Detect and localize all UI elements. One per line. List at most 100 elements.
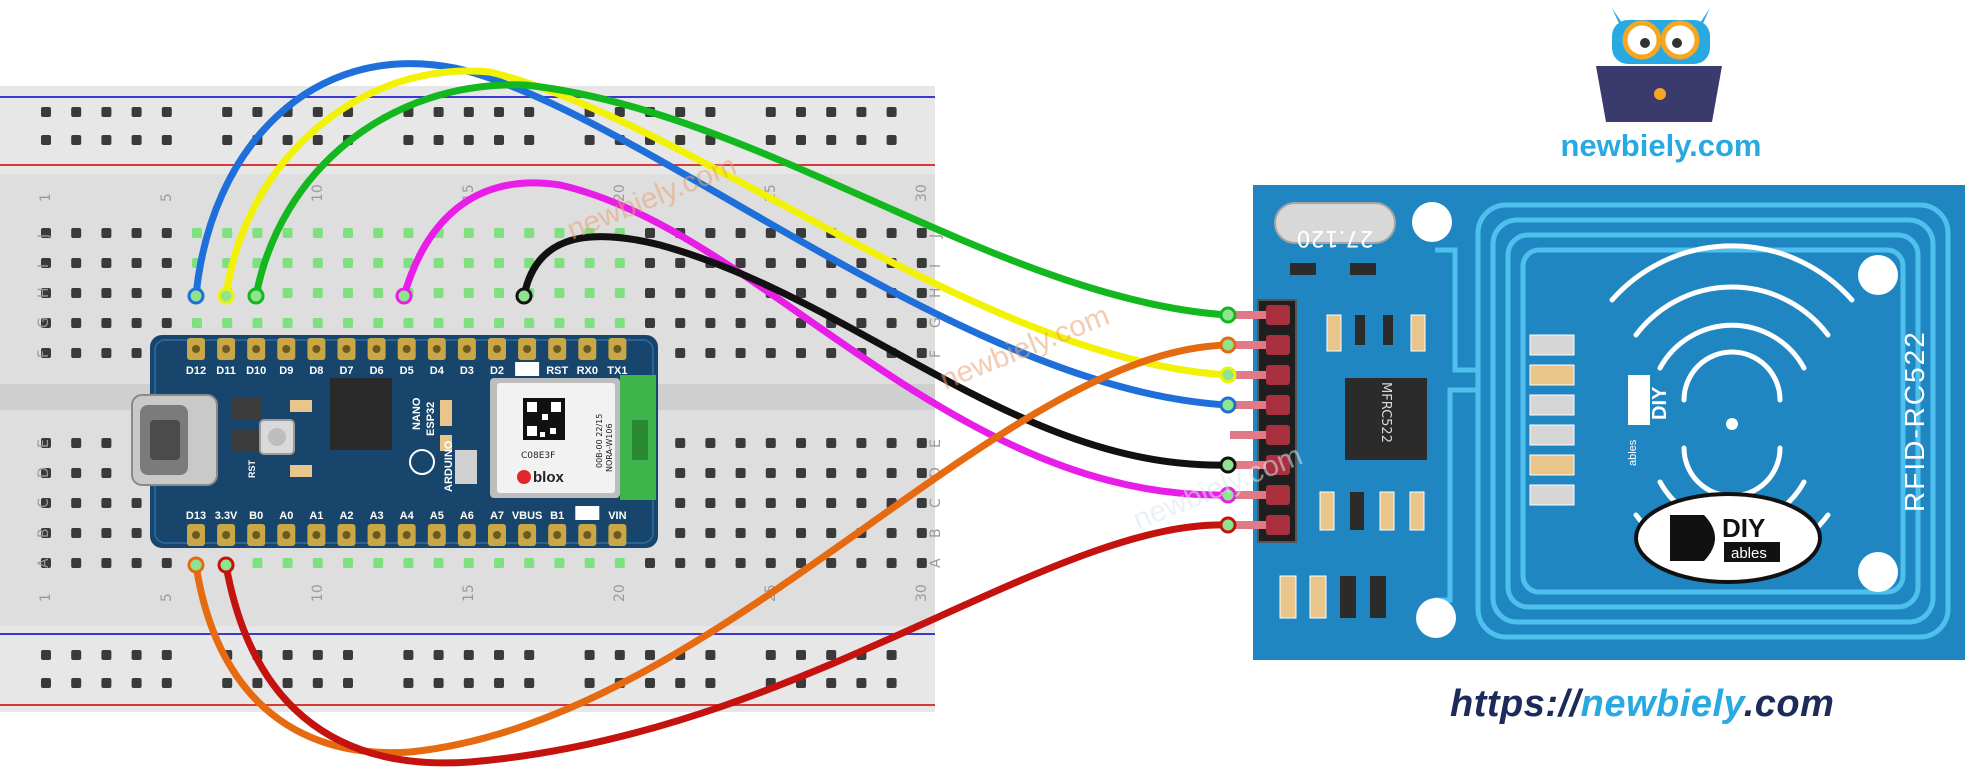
wire-end-dot: [395, 287, 413, 305]
header-pads-top: [187, 338, 627, 360]
breadboard-hole: [131, 558, 142, 568]
rail-hole: [826, 650, 837, 660]
breadboard-hole: [71, 438, 82, 448]
breadboard-hole: [765, 528, 776, 538]
rail-hole: [645, 678, 655, 688]
breadboard-hole: [735, 288, 746, 298]
rail-hole: [312, 678, 323, 688]
rfid-pin: [1230, 311, 1270, 319]
pin-label: A2: [339, 510, 353, 522]
rail-hole: [282, 135, 293, 145]
ublox-module: C08E3F blox 00B-00 22/15 NORA-W106: [490, 375, 656, 500]
breadboard-hole: [554, 258, 565, 268]
rail-hole: [856, 107, 867, 117]
breadboard-hole: [373, 318, 384, 328]
breadboard-hole: [796, 498, 806, 508]
rail-hole: [524, 135, 535, 145]
breadboard-hole: [705, 438, 716, 448]
breadboard-hole: [645, 288, 655, 298]
breadboard-hole: [856, 318, 867, 328]
rail-hole: [101, 650, 112, 660]
rail-hole: [41, 135, 51, 145]
breadboard-hole: [916, 468, 927, 478]
breadboard-hole: [433, 558, 444, 568]
breadboard-hole: [41, 498, 51, 508]
breadboard-hole: [645, 228, 655, 238]
rail-hole: [705, 135, 716, 145]
breadboard-hole: [192, 318, 202, 328]
website-url[interactable]: https://newbiely.com: [1450, 683, 1834, 726]
rail-hole: [856, 678, 867, 688]
breadboard-hole: [675, 558, 686, 568]
rail-hole: [41, 650, 51, 660]
breadboard-hole: [916, 288, 927, 298]
column-number: 1: [38, 593, 54, 602]
breadboard-hole: [222, 228, 233, 238]
rfid-pin-pad: [1266, 515, 1290, 535]
pin-label: D13: [186, 510, 206, 522]
rail-hole: [101, 107, 112, 117]
diy-sub: ables: [1731, 545, 1767, 562]
breadboard-hole: [765, 348, 776, 358]
rail-hole: [161, 678, 172, 688]
breadboard-hole: [705, 558, 716, 568]
rail-hole: [524, 107, 535, 117]
rail-hole: [796, 107, 806, 117]
pin-label: A6: [460, 510, 474, 522]
rfid-pin-pad: [1266, 425, 1290, 445]
row-letter: C: [928, 498, 944, 508]
rail-hole: [826, 678, 837, 688]
breadboard-hole: [584, 558, 595, 568]
pin-label: A4: [400, 510, 415, 522]
breadboard-hole: [101, 498, 112, 508]
breadboard-hole: [252, 228, 263, 238]
rail-hole: [675, 678, 686, 688]
row-letter: E: [928, 439, 944, 448]
newbiely-logo: newbiely.com: [1561, 8, 1762, 163]
breadboard-hole: [41, 228, 51, 238]
row-letter: A: [928, 558, 944, 568]
breadboard-hole: [282, 558, 293, 568]
breadboard-hole: [373, 258, 384, 268]
breadboard-hole: [735, 258, 746, 268]
breadboard-hole: [796, 258, 806, 268]
wire-end-dot: [247, 287, 265, 305]
breadboard-hole: [796, 348, 806, 358]
breadboard-hole: [463, 318, 474, 328]
rail-hole: [101, 678, 112, 688]
row-letter: A: [36, 558, 52, 568]
rail-hole: [886, 678, 897, 688]
board-chip: ESP32: [425, 402, 437, 436]
column-number: 5: [159, 193, 175, 202]
row-letter: J: [36, 234, 52, 239]
rail-hole: [343, 678, 353, 688]
wire-end-dot: [1219, 336, 1237, 354]
pin-label: D9: [279, 365, 293, 377]
pin-label: RST: [546, 365, 568, 377]
breadboard-hole: [705, 318, 716, 328]
breadboard-hole: [403, 318, 414, 328]
breadboard-hole: [705, 288, 716, 298]
rail-hole: [403, 135, 414, 145]
rail-hole: [614, 107, 625, 117]
breadboard-hole: [101, 438, 112, 448]
module-code: C08E3F: [521, 451, 555, 461]
breadboard-hole: [856, 288, 867, 298]
module-line2: 00B-00 22/15: [595, 414, 604, 468]
rail-hole: [705, 678, 716, 688]
board-brand: ARDUINO: [443, 440, 455, 492]
column-number: 5: [159, 593, 175, 602]
row-letter: I: [928, 264, 944, 268]
rail-hole: [71, 135, 82, 145]
breadboard-hole: [131, 528, 142, 538]
wire-end-dot: [1219, 516, 1237, 534]
rail-hole: [675, 135, 686, 145]
rfid-pin: [1230, 431, 1270, 439]
rail-hole: [826, 107, 837, 117]
rail-hole: [463, 678, 474, 688]
wire-end-dot: [1219, 396, 1237, 414]
pin-label: A1: [309, 510, 323, 522]
breadboard-hole: [282, 258, 293, 268]
